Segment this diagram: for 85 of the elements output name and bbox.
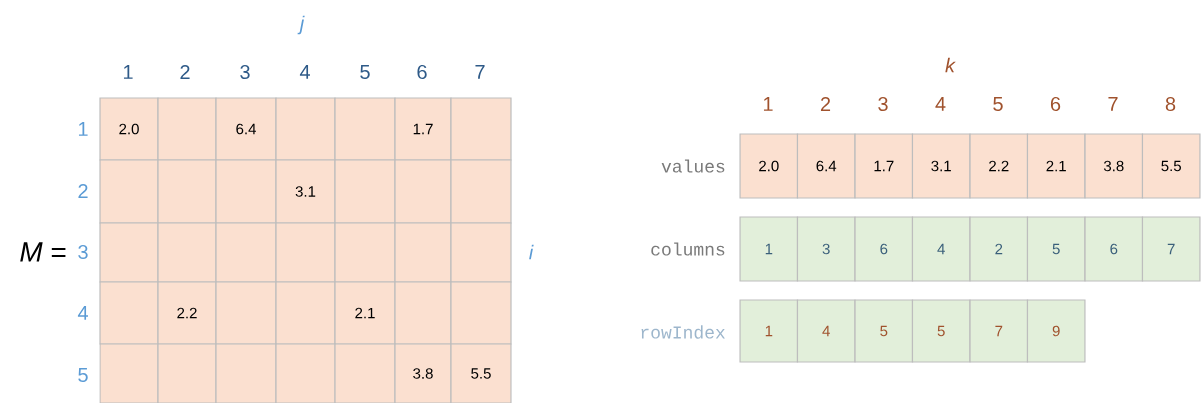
matrix-cell: 3.1 — [275, 159, 336, 224]
node-label: 3.8 — [413, 368, 433, 379]
array-cell: 7 — [1141, 216, 1201, 282]
array-cell: 2.1 — [1026, 133, 1086, 199]
axis-label: j — [297, 15, 305, 35]
array-cell: 5.5 — [1141, 133, 1201, 199]
matrix-cell — [215, 222, 277, 283]
array-cell: 2 — [969, 216, 1029, 282]
array-name: rowIndex — [641, 325, 725, 339]
column-number: 7 — [475, 65, 485, 79]
array-cell: 7 — [969, 299, 1029, 363]
row-number: 3 — [78, 244, 88, 260]
matrix-cell: 2.0 — [99, 97, 159, 161]
matrix-cell: 5.5 — [450, 343, 512, 403]
matrix-cell — [394, 222, 452, 283]
row-number: 1 — [78, 122, 88, 136]
array-name: values — [661, 159, 725, 173]
matrix-name: M = — [20, 242, 66, 262]
array-cell: 9 — [1026, 299, 1086, 363]
column-number: 1 — [123, 65, 133, 79]
array-cell: 2.0 — [739, 133, 799, 199]
array-cell: 3 — [796, 216, 856, 282]
index-number: 3 — [878, 96, 888, 112]
array-cell: 6.4 — [796, 133, 856, 199]
matrix-cell: 1.7 — [394, 97, 452, 161]
matrix-cell — [157, 343, 217, 403]
array-cell: 5 — [854, 299, 914, 363]
array-cell: 4 — [911, 216, 971, 282]
row-number: 5 — [78, 368, 88, 382]
column-number: 5 — [360, 65, 370, 79]
matrix-cell: 3.8 — [394, 343, 452, 403]
index-number: 6 — [1050, 96, 1061, 112]
array-cell: 5 — [911, 299, 971, 363]
matrix-cell — [394, 281, 452, 345]
matrix-cell — [450, 97, 512, 161]
row-number: 2 — [78, 184, 88, 198]
matrix-cell — [275, 281, 336, 345]
index-number: 5 — [993, 97, 1003, 111]
column-number: 2 — [180, 65, 190, 79]
array-cell: 1 — [739, 216, 799, 282]
array-cell: 3.1 — [911, 133, 971, 199]
index-number: 8 — [1165, 96, 1176, 112]
array-name: columns — [651, 242, 725, 256]
row-number: 4 — [77, 306, 88, 320]
matrix-cell — [334, 159, 396, 224]
column-number: 3 — [240, 64, 250, 80]
axis-label: i — [529, 244, 534, 260]
matrix-cell — [394, 159, 452, 224]
array-cell: 1.7 — [854, 133, 914, 199]
index-number: 4 — [935, 97, 946, 111]
matrix-cell: 2.2 — [157, 281, 217, 345]
index-number: 1 — [763, 97, 773, 111]
matrix-cell — [99, 222, 159, 283]
array-cell: 2.2 — [969, 133, 1029, 199]
matrix-cell — [215, 343, 277, 403]
matrix-cell — [334, 343, 396, 403]
matrix-cell — [450, 281, 512, 345]
matrix-cell — [450, 159, 512, 224]
matrix-cell — [450, 222, 512, 283]
matrix-cell — [99, 343, 159, 403]
array-cell: 3.8 — [1084, 133, 1144, 199]
matrix-cell — [215, 281, 277, 345]
matrix-cell — [334, 97, 396, 161]
matrix-cell — [157, 159, 217, 224]
matrix-cell — [157, 97, 217, 161]
array-cell: 5 — [1026, 216, 1086, 282]
matrix-cell — [157, 222, 217, 283]
matrix-cell — [275, 343, 336, 403]
array-cell: 6 — [854, 216, 914, 282]
array-cell: 4 — [796, 299, 856, 363]
column-number: 4 — [299, 65, 310, 79]
matrix-cell: 2.1 — [334, 281, 396, 345]
matrix-cell — [334, 222, 396, 283]
matrix-cell — [99, 159, 159, 224]
index-number: 2 — [820, 97, 831, 111]
matrix-cell — [215, 159, 277, 224]
index-number: 7 — [1108, 97, 1118, 111]
column-number: 6 — [417, 64, 427, 80]
matrix-cell: 6.4 — [215, 97, 277, 161]
array-cell: 6 — [1084, 216, 1144, 282]
axis-label: k — [945, 57, 956, 73]
matrix-cell — [275, 97, 336, 161]
matrix-cell — [99, 281, 159, 345]
array-cell: 1 — [739, 299, 799, 363]
matrix-cell — [275, 222, 336, 283]
